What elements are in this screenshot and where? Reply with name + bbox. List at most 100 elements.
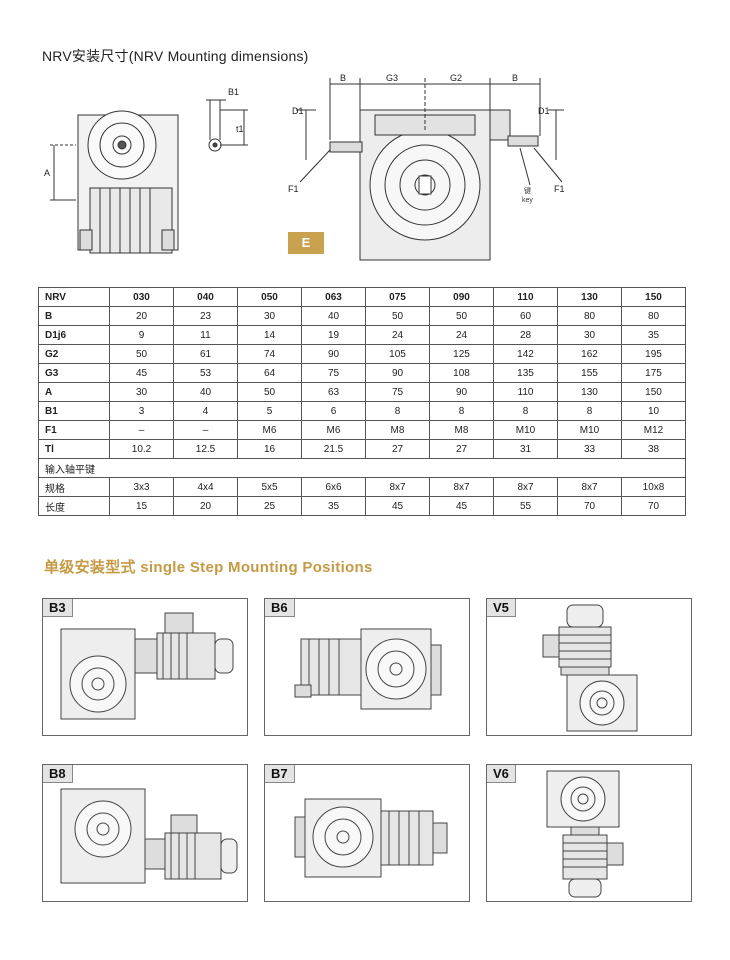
table-cell: 5x5: [237, 477, 302, 497]
table-cell: 80: [621, 306, 686, 326]
gearbox-b8-illustration: [60, 788, 238, 884]
table-cell: 12.5: [173, 439, 238, 459]
table-cell: M6: [301, 420, 366, 440]
row-header-cell: D1j6: [38, 325, 110, 345]
dim-g3-label: G3: [386, 73, 398, 83]
table-cell: 8: [493, 401, 558, 421]
table-cell: 8: [365, 401, 430, 421]
key-cn-label: 键: [524, 186, 531, 195]
table-cell: 150: [621, 287, 686, 307]
table-cell: 70: [621, 496, 686, 516]
table-cell: 19: [301, 325, 366, 345]
table-cell: 35: [301, 496, 366, 516]
table-cell: 25: [237, 496, 302, 516]
positions-title: 单级安装型式 single Step Mounting Positions: [44, 559, 373, 576]
table-cell: 110: [493, 287, 558, 307]
table-cell: 108: [429, 363, 494, 383]
table-cell: 38: [621, 439, 686, 459]
gearbox-b3-illustration: [60, 612, 234, 720]
gearbox-b7-illustration: [294, 798, 448, 878]
table-cell: 21.5: [301, 439, 366, 459]
gearbox-b6-illustration: [294, 628, 442, 710]
table-row: 输入轴平键: [38, 458, 686, 478]
row-header-cell: B: [38, 306, 110, 326]
row-header-cell: F1: [38, 420, 110, 440]
table-cell: 063: [301, 287, 366, 307]
table-cell: 050: [237, 287, 302, 307]
table-cell: 45: [429, 496, 494, 516]
table-cell: M8: [365, 420, 430, 440]
row-header-cell: NRV: [38, 287, 110, 307]
table-cell: 125: [429, 344, 494, 364]
table-cell: 135: [493, 363, 558, 383]
row-header-cell: A: [38, 382, 110, 402]
dim-g2-label: G2: [450, 73, 462, 83]
position-panel-v6: V6: [486, 764, 692, 902]
table-cell: 75: [301, 363, 366, 383]
dim-b-right-label: B: [512, 73, 518, 83]
table-cell: 10.2: [109, 439, 174, 459]
position-panel-v5: V5: [486, 598, 692, 736]
table-cell: 20: [173, 496, 238, 516]
table-cell: 130: [557, 382, 622, 402]
table-cell: 50: [429, 306, 494, 326]
dim-a-label: A: [44, 168, 50, 178]
table-cell: 90: [301, 344, 366, 364]
table-cell: 61: [173, 344, 238, 364]
table-cell: 30: [557, 325, 622, 345]
panel-label: V5: [487, 599, 516, 617]
table-cell: 30: [237, 306, 302, 326]
position-panel-b7: B7: [264, 764, 470, 902]
table-cell: 10x8: [621, 477, 686, 497]
row-header-cell: G2: [38, 344, 110, 364]
table-cell: –: [173, 420, 238, 440]
table-cell: 6: [301, 401, 366, 421]
table-cell: 31: [493, 439, 558, 459]
row-header-cell: 长度: [38, 496, 110, 516]
badge-e: E: [288, 232, 324, 254]
gearbox-v5-illustration: [542, 604, 638, 732]
table-cell: M6: [237, 420, 302, 440]
dim-f1-left-label: F1: [288, 184, 299, 194]
position-panel-b8: B8: [42, 764, 248, 902]
row-header-cell: B1: [38, 401, 110, 421]
table-cell: 10: [621, 401, 686, 421]
page-title: NRV安装尺寸(NRV Mounting dimensions): [42, 48, 309, 64]
table-cell: 74: [237, 344, 302, 364]
dim-d1-left-label: D1: [292, 106, 304, 116]
table-cell: 50: [109, 344, 174, 364]
table-cell: 55: [493, 496, 558, 516]
table-cell: 23: [173, 306, 238, 326]
table-cell: 9: [109, 325, 174, 345]
table-cell: 130: [557, 287, 622, 307]
table-cell: 105: [365, 344, 430, 364]
table-cell: 040: [173, 287, 238, 307]
table-cell: 4: [173, 401, 238, 421]
table-cell: 24: [429, 325, 494, 345]
table-cell: 45: [365, 496, 430, 516]
row-header-cell: 规格: [38, 477, 110, 497]
position-panel-b3: B3: [42, 598, 248, 736]
table-cell: 27: [429, 439, 494, 459]
table-cell: 162: [557, 344, 622, 364]
dim-b1-label: B1: [228, 87, 239, 97]
table-cell: 8x7: [493, 477, 558, 497]
position-panel-b6: B6: [264, 598, 470, 736]
table-cell: M10: [493, 420, 558, 440]
table-cell: 5: [237, 401, 302, 421]
table-cell: 45: [109, 363, 174, 383]
table-cell: 8x7: [429, 477, 494, 497]
row-header-cell: Tl: [38, 439, 110, 459]
table-cell: 16: [237, 439, 302, 459]
table-cell: 90: [365, 363, 430, 383]
table-cell: 142: [493, 344, 558, 364]
table-cell: 15: [109, 496, 174, 516]
